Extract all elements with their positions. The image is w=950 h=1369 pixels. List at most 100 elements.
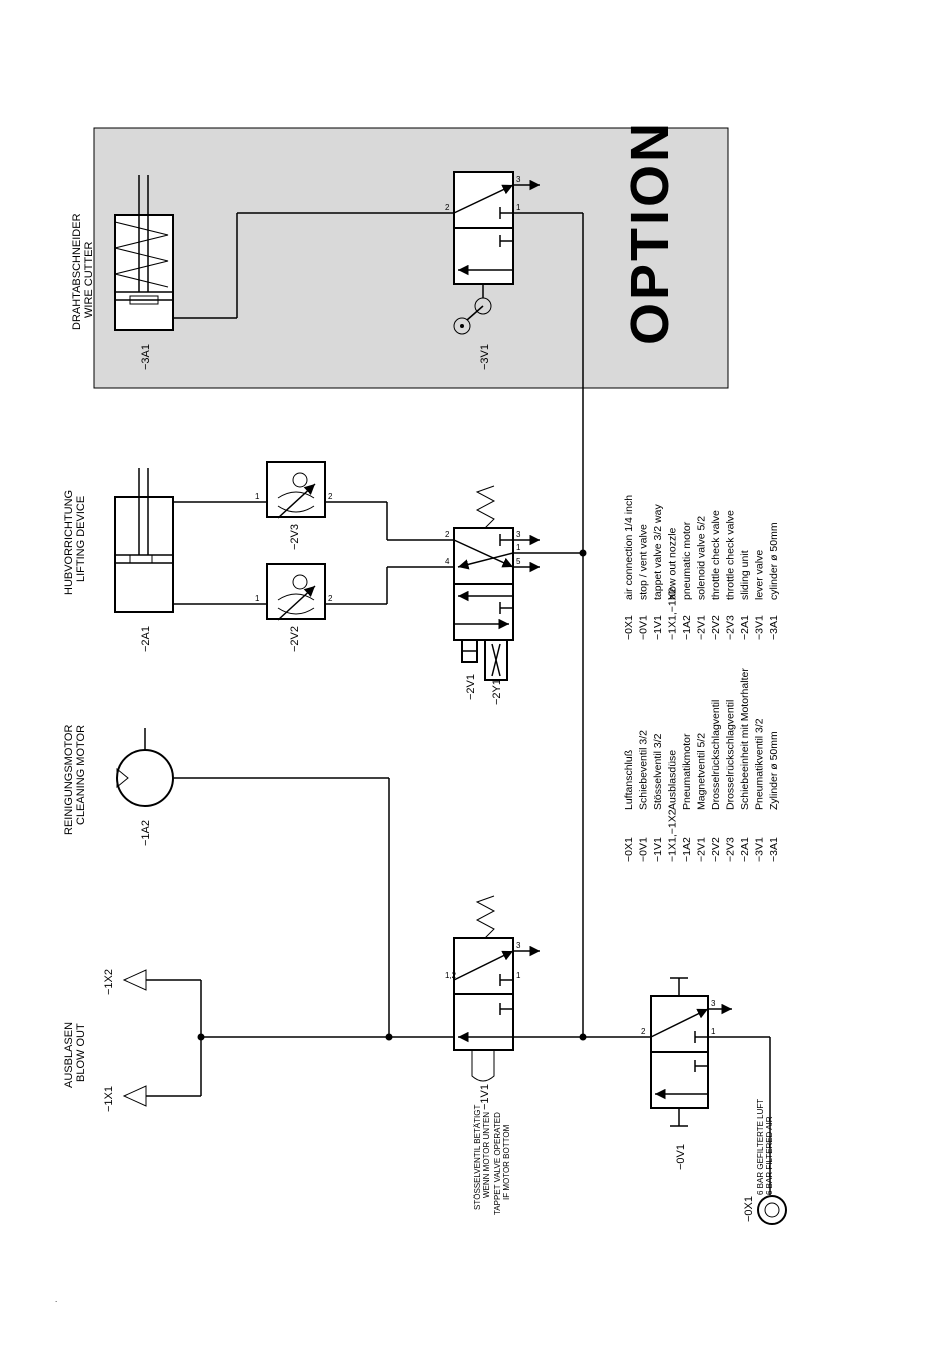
legend-de-item-text: Drosselrückschlagventil	[710, 700, 722, 810]
legend-de-item-code: −3A1	[768, 837, 780, 862]
legend-de-item-text: Ausblasdüse	[667, 750, 679, 810]
legend-en-item-code: −0V1	[638, 615, 650, 640]
pneumatic-lines	[146, 212, 771, 1195]
junction-dots	[197, 549, 587, 1041]
legend-en-item-code: −2V3	[725, 615, 737, 640]
legend-en-item-text: pneumatic motor	[681, 521, 693, 600]
air-id: −0X1	[743, 1196, 755, 1222]
legend-en-item-text: tappet valve 3/2 way	[652, 504, 664, 600]
legend-de-item-code: −2V2	[710, 837, 722, 862]
nozzle-a-id: −1X2	[103, 969, 115, 995]
nozzles-symbol	[122, 969, 147, 1107]
solenoid-valve-2v1-symbol	[453, 485, 540, 681]
legend-en-item-text: blow out nozzle	[667, 527, 679, 600]
legend-german: −0X1 Luftanschluß −0V1 Schiebeventil 3/2 −1V…	[623, 668, 780, 862]
port-2v1-1: 1	[516, 543, 521, 552]
nozzle-b-id: −1X1	[103, 1086, 115, 1112]
tappet-valve-1v1-symbol	[453, 895, 540, 1082]
port-2v1-4: 4	[445, 557, 450, 566]
legend-de-item-code: −1X1,−1X2	[667, 809, 679, 862]
corner-mark: .	[55, 1295, 57, 1304]
legend-en-item-code: −3V1	[754, 615, 766, 640]
legend-de-item-code: −0V1	[638, 837, 650, 862]
legend-de-item-text: Zylinder ø 50mm	[768, 731, 780, 810]
motor-id: −1A2	[140, 820, 152, 846]
legend-en-item-text: throttle check valve	[710, 510, 722, 600]
port-1v1-12: 1,2	[445, 971, 457, 980]
lifting-id: −2A1	[140, 626, 152, 652]
lifting-title-de: HUBVORRICHTUNG	[63, 490, 75, 595]
stop-valve-id: −0V1	[675, 1144, 687, 1170]
legend-en-item-text: stop / vent valve	[638, 524, 650, 600]
air-connection-symbol	[757, 1195, 787, 1225]
stop-valve-0v1-symbol	[650, 977, 732, 1127]
port-2v3-1: 1	[255, 492, 260, 501]
port-0v1-1: 1	[711, 1027, 716, 1036]
air-note-en: 6 BAR FILTERED AIR	[765, 1116, 774, 1195]
port-2v1-2: 2	[445, 530, 450, 539]
option-label: OPTION	[620, 120, 680, 345]
option-panel	[93, 127, 729, 389]
lifting-title-en: LIFTING DEVICE	[75, 496, 87, 582]
port-0v1-3: 3	[711, 999, 716, 1008]
legend-de-item-text: Schiebeeinheit mit Motorhalter	[739, 668, 751, 810]
port-2v3-2: 2	[328, 492, 333, 501]
tappet-note-de-1: STÖSSELVENTIL BETÄTIGT	[473, 1105, 482, 1210]
legend-en-item-code: −0X1	[623, 615, 635, 640]
tappet-valve-id: −1V1	[479, 1084, 491, 1110]
lever-valve-id: −3V1	[479, 344, 491, 370]
legend-de-item-text: Luftanschluß	[623, 750, 635, 810]
throttle-b-id: −2V2	[289, 626, 301, 652]
air-note-de: 6 BAR GEFILTERTE LUFT	[756, 1099, 765, 1195]
legend-de-item-code: −2A1	[739, 837, 751, 862]
legend-en-item-text: air connection 1/4 inch	[623, 495, 635, 600]
legend-english: −0X1 air connection 1/4 inch −0V1 stop / ve…	[623, 495, 780, 640]
legend-en-item-code: −2A1	[739, 615, 751, 640]
solenoid-valve-id: −2V1	[465, 674, 477, 700]
legend-de-item-code: −0X1	[623, 837, 635, 862]
motor-title-de: REINIGUNGSMOTOR	[63, 725, 75, 835]
port-2v2-2: 2	[328, 594, 333, 603]
legend-en-item-text: sliding unit	[739, 550, 751, 600]
cylinder-2a1-symbol	[114, 468, 174, 613]
legend-de-item-code: −2V1	[696, 837, 708, 862]
blow-title-en: BLOW OUT	[75, 1023, 87, 1082]
port-2v1-5: 5	[516, 557, 521, 566]
port-2v1-3: 3	[516, 530, 521, 539]
legend-en-item-code: −2V2	[710, 615, 722, 640]
legend-de-item-code: −3V1	[754, 837, 766, 862]
solenoid-id: −2Y1	[491, 679, 503, 705]
legend-de-item-code: −1A2	[681, 837, 693, 862]
legend-de-item-text: Stösselventil 3/2	[652, 733, 664, 810]
legend-de-item-code: −2V3	[725, 837, 737, 862]
port-3v1-2: 2	[445, 203, 450, 212]
legend-en-item-code: −1A2	[681, 615, 693, 640]
tappet-note-en-2: IF MOTOR BOTTOM	[502, 1124, 511, 1200]
blow-title-de: AUSBLASEN	[63, 1022, 75, 1088]
legend-de-item-code: −1V1	[652, 837, 664, 862]
throttle-2v3-symbol	[266, 461, 326, 519]
port-2v2-1: 1	[255, 594, 260, 603]
legend-en-item-code: −3A1	[768, 615, 780, 640]
legend-de-item-text: Schiebeventil 3/2	[638, 730, 650, 810]
motor-title-en: CLEANING MOTOR	[75, 725, 87, 825]
legend-en-item-code: −1X1,−1X2	[667, 587, 679, 640]
cylinder-3a1-symbol	[114, 175, 174, 331]
legend-en-item-code: −1V1	[652, 615, 664, 640]
tappet-note-de-2: WENN MOTOR UNTEN	[482, 1112, 491, 1198]
port-0v1-2: 2	[641, 1027, 646, 1036]
legend-en-item-text: solenoid valve 5/2	[696, 516, 708, 600]
port-1v1-3: 3	[516, 941, 521, 950]
cutter-title-en: WIRE CUTTER	[83, 242, 95, 318]
throttle-a-id: −2V3	[289, 524, 301, 550]
legend-de-item-text: Pneumatikventil 3/2	[754, 718, 766, 810]
cutter-id: −3A1	[140, 344, 152, 370]
legend-en-item-text: throttle check valve	[725, 510, 737, 600]
lever-valve-3v1-symbol	[453, 171, 540, 335]
port-1v1-1: 1	[516, 971, 521, 980]
legend-en-item-code: −2V1	[696, 615, 708, 640]
legend-en-item-text: lever valve	[754, 550, 766, 600]
throttle-2v2-symbol	[266, 563, 326, 621]
legend-en-item-text: cylinder ø 50mm	[768, 522, 780, 600]
legend-de-item-text: Pneumatikmotor	[681, 733, 693, 810]
